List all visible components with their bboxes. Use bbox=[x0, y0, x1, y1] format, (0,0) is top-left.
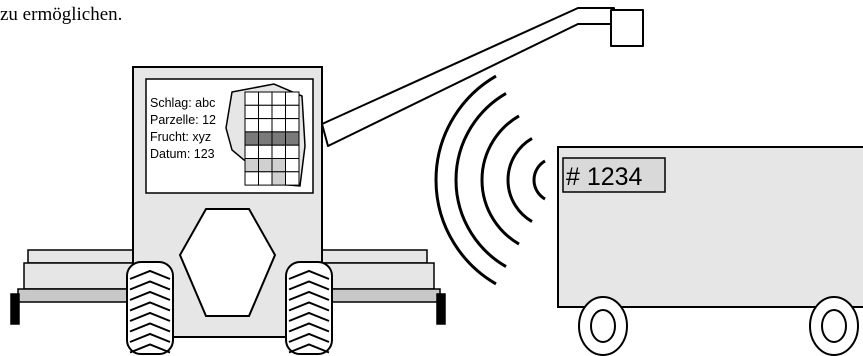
field-map-cell bbox=[258, 118, 273, 133]
field-map-cell bbox=[244, 144, 259, 159]
trailer-wheel-right bbox=[809, 296, 859, 356]
trailer-wheel-left bbox=[578, 296, 628, 356]
radio-waves-icon bbox=[434, 74, 546, 286]
tire-tread bbox=[288, 311, 330, 322]
field-map-cell bbox=[258, 158, 273, 173]
trailer-icon bbox=[557, 146, 863, 308]
tire-body bbox=[126, 261, 174, 355]
field-map-cell bbox=[271, 144, 286, 159]
tire-tread bbox=[288, 322, 330, 333]
tire-tread bbox=[129, 280, 171, 291]
tire-tread bbox=[288, 343, 330, 354]
field-map-cell bbox=[271, 91, 286, 106]
wheel-hub bbox=[590, 309, 616, 343]
field-map-cell bbox=[285, 131, 300, 146]
field-map-cell bbox=[258, 104, 273, 120]
tire-tread bbox=[288, 332, 330, 343]
tire-tread bbox=[288, 269, 330, 280]
tire-left bbox=[126, 261, 174, 355]
field-map-cell bbox=[271, 131, 286, 146]
field-map-grid bbox=[244, 91, 300, 186]
combine-header bbox=[10, 249, 446, 325]
field-map-cell bbox=[244, 104, 259, 120]
trailer-id-label: # 1234 bbox=[566, 163, 643, 191]
display-line-field: Schlag: abc bbox=[150, 96, 215, 110]
field-map-cell bbox=[244, 118, 259, 133]
field-map-cell bbox=[244, 91, 259, 106]
field-map-cell bbox=[285, 104, 300, 120]
auger-spout bbox=[610, 9, 644, 47]
caption-text: zu ermöglichen. bbox=[0, 4, 123, 25]
display-line-plot: Parzelle: 12 bbox=[150, 113, 216, 127]
field-map-cell bbox=[244, 131, 259, 146]
radio-wave-arc bbox=[434, 74, 497, 286]
engine-hexagon bbox=[178, 208, 277, 317]
grain-auger-icon bbox=[321, 7, 644, 147]
field-map-cell bbox=[285, 158, 300, 173]
tire-tread bbox=[129, 332, 171, 343]
tire-right bbox=[285, 261, 333, 355]
radio-wave-arc bbox=[480, 114, 520, 246]
tire-tread bbox=[129, 311, 171, 322]
header-top-bar bbox=[27, 249, 134, 264]
tire-tread bbox=[129, 290, 171, 301]
tire-tread bbox=[129, 269, 171, 280]
field-map-cell bbox=[271, 104, 286, 120]
tire-tread bbox=[288, 290, 330, 301]
field-map-cell bbox=[244, 171, 259, 186]
field-map-cell bbox=[258, 144, 273, 159]
tire-body bbox=[285, 261, 333, 355]
wheel-hub bbox=[821, 309, 847, 343]
display-line-crop: Frucht: xyz bbox=[150, 130, 211, 144]
display-line-date: Datum: 123 bbox=[150, 147, 215, 161]
tire-tread bbox=[129, 322, 171, 333]
field-map-cell bbox=[285, 144, 300, 159]
field-map-cell bbox=[271, 118, 286, 133]
tire-tread bbox=[288, 280, 330, 291]
field-map-cell bbox=[258, 131, 273, 146]
tire-tread bbox=[129, 343, 171, 354]
radio-wave-arc bbox=[532, 159, 546, 201]
field-map-cell bbox=[258, 171, 273, 186]
field-map-cell bbox=[244, 158, 259, 173]
field-map-cell bbox=[285, 91, 300, 106]
header-left-end bbox=[10, 293, 20, 325]
field-map-cell bbox=[285, 118, 300, 133]
field-map-cell bbox=[285, 171, 300, 186]
trailer-id-label-box bbox=[562, 157, 666, 193]
header-top-bar-right bbox=[321, 249, 428, 264]
tire-tread bbox=[288, 301, 330, 312]
radio-wave-arc bbox=[454, 92, 507, 268]
field-map-cell bbox=[271, 158, 286, 173]
radio-wave-arc bbox=[506, 137, 533, 223]
field-map-cell bbox=[271, 171, 286, 186]
header-right-end bbox=[436, 293, 446, 325]
tire-tread bbox=[129, 301, 171, 312]
field-map-cell bbox=[258, 91, 273, 106]
